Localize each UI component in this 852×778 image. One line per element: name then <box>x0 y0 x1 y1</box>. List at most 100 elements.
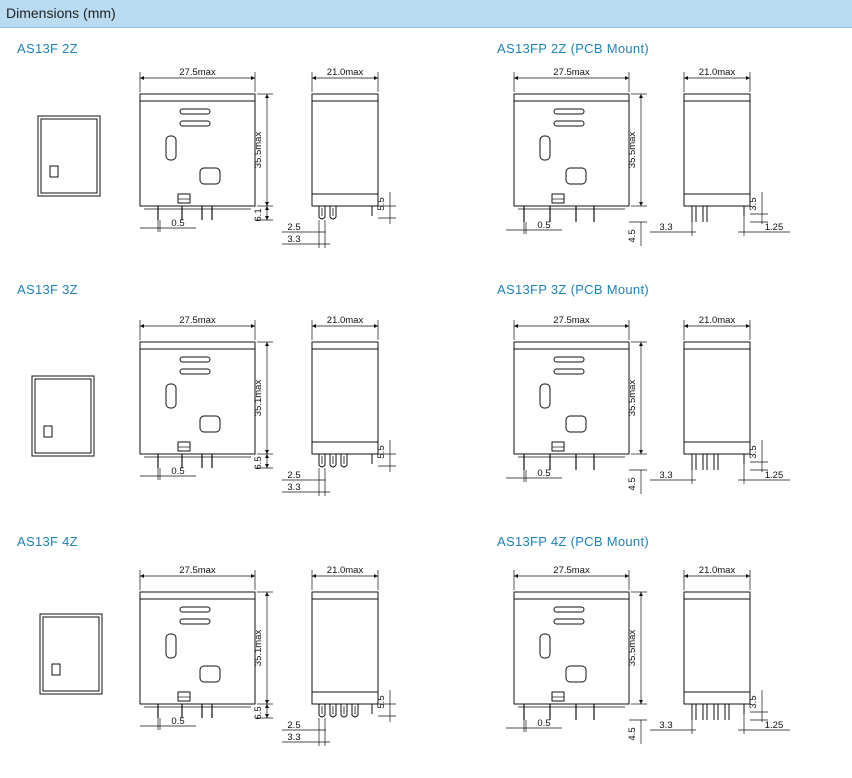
width-dimension-label: 27.5max <box>179 67 216 78</box>
width-dimension-label: 27.5max <box>553 67 590 78</box>
vent-slot <box>553 120 585 127</box>
side-pin <box>340 454 348 468</box>
side-view-body <box>311 591 379 705</box>
pitch-b-label: 1.25 <box>765 222 784 233</box>
arrow-head <box>625 574 629 578</box>
front-latch <box>177 441 191 452</box>
top-view-inner <box>42 616 100 692</box>
vent-slot <box>179 606 211 613</box>
top-view-outer <box>37 115 101 197</box>
arrow-head <box>312 76 316 80</box>
front-view-body <box>513 341 630 455</box>
pitch-a-label: 3.3 <box>659 470 672 481</box>
front-view-body <box>513 93 630 207</box>
top-view-inner <box>40 118 98 194</box>
arrow-head <box>639 450 643 454</box>
arrow-head <box>265 592 269 596</box>
front-window <box>539 633 551 659</box>
arrow-head <box>639 700 643 704</box>
vent-slot <box>179 368 211 375</box>
front-window <box>165 633 177 659</box>
arrow-head <box>265 216 269 220</box>
arrow-head <box>265 700 269 704</box>
vent-slot <box>179 618 211 625</box>
arrow-head <box>265 464 269 468</box>
front-latch <box>177 193 191 204</box>
section-header: Dimensions (mm) <box>0 0 852 28</box>
height-dimension-label: 35.5max <box>627 132 638 169</box>
panel-title-as13f-2z: AS13F 2Z <box>17 41 78 56</box>
side-pin-height-label: 3.5 <box>748 695 759 708</box>
pitch-b-label: 1.25 <box>765 470 784 481</box>
top-view-outer <box>31 375 95 457</box>
pin-width-label: 0.5 <box>171 716 184 727</box>
pitch-b-label: 1.25 <box>765 720 784 731</box>
depth-dimension-label: 21.0max <box>327 67 364 78</box>
arrow-head <box>251 76 255 80</box>
side-pin-height-label: 3.5 <box>748 197 759 210</box>
front-view-body <box>139 591 256 705</box>
front-button <box>199 665 221 683</box>
arrow-head <box>639 342 643 346</box>
side-pin <box>351 704 359 718</box>
pin-width-label: 0.5 <box>171 218 184 229</box>
arrow-head <box>746 324 750 328</box>
side-view-body <box>311 93 379 207</box>
side-pin <box>340 704 348 718</box>
front-latch <box>551 193 565 204</box>
arrow-head <box>265 714 269 718</box>
depth-dimension-label: 21.0max <box>699 565 736 576</box>
arrow-head <box>312 574 316 578</box>
width-dimension-label: 27.5max <box>179 315 216 326</box>
arrow-head <box>265 94 269 98</box>
depth-dimension-label: 21.0max <box>327 565 364 576</box>
side-pin-height-label: 5.5 <box>376 695 387 708</box>
side-view-body <box>683 341 751 455</box>
pitch-b-label: 3.3 <box>287 732 300 743</box>
pin-length-label: 6.5 <box>253 706 264 719</box>
vent-slot <box>179 120 211 127</box>
side-view-body <box>683 591 751 705</box>
arrow-head <box>374 76 378 80</box>
height-dimension-label: 35.5max <box>627 380 638 417</box>
depth-dimension-label: 21.0max <box>327 315 364 326</box>
side-pin <box>329 454 337 468</box>
arrow-head <box>684 324 688 328</box>
panel-title-as13f-3z: AS13F 3Z <box>17 282 78 297</box>
arrow-head <box>140 574 144 578</box>
front-window <box>165 383 177 409</box>
arrow-head <box>251 574 255 578</box>
front-button <box>565 167 587 185</box>
front-window <box>539 135 551 161</box>
arrow-head <box>312 324 316 328</box>
vent-slot <box>553 606 585 613</box>
arrow-head <box>265 704 269 708</box>
pitch-a-label: 3.3 <box>659 222 672 233</box>
side-view-body <box>311 341 379 455</box>
height-dimension-label: 35.5max <box>627 630 638 667</box>
vent-slot <box>553 368 585 375</box>
panel-title-as13fp-3z: AS13FP 3Z (PCB Mount) <box>497 282 650 297</box>
side-pin-height-label: 5.5 <box>376 197 387 210</box>
depth-dimension-label: 21.0max <box>699 315 736 326</box>
pin-length-label: 6.1 <box>253 208 264 221</box>
side-pin-height-label: 3.5 <box>748 445 759 458</box>
arrow-head <box>639 592 643 596</box>
panel-title-as13fp-4z: AS13FP 4Z (PCB Mount) <box>497 534 650 549</box>
arrow-head <box>374 324 378 328</box>
vent-slot <box>553 356 585 363</box>
width-dimension-label: 27.5max <box>179 565 216 576</box>
arrow-head <box>251 324 255 328</box>
arrow-head <box>639 202 643 206</box>
arrow-head <box>625 324 629 328</box>
section-title: Dimensions (mm) <box>6 5 116 21</box>
pitch-a-label: 2.5 <box>287 470 300 481</box>
front-view-body <box>513 591 630 705</box>
side-view-body <box>683 93 751 207</box>
side-pin <box>318 454 326 468</box>
front-view-body <box>139 341 256 455</box>
